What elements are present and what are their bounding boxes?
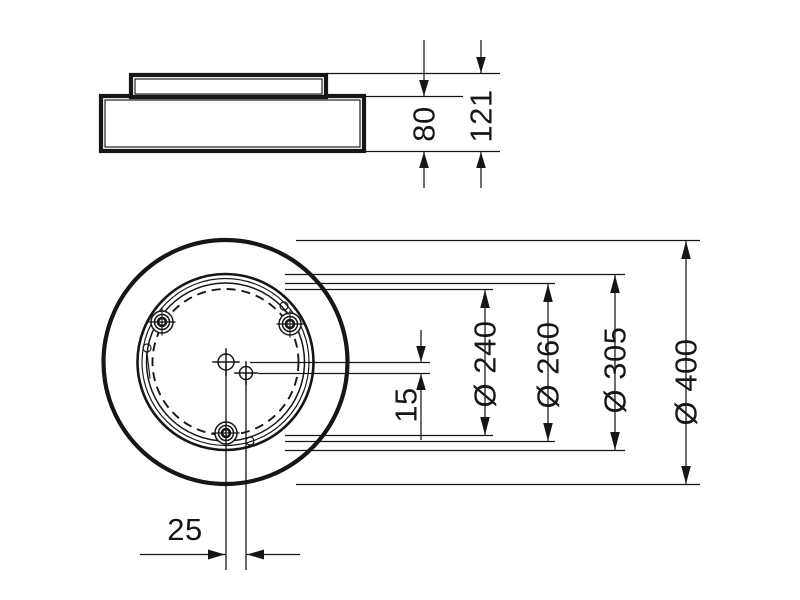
dim-dia240-arrow-down <box>480 417 490 435</box>
dimension-121: 121 <box>464 40 499 188</box>
dim-25-arrow-right <box>208 549 225 560</box>
dim-dia305-label: Ø 305 <box>598 327 633 414</box>
dim-15-label: 15 <box>389 387 424 422</box>
dim-dia305-arrow-down <box>610 432 620 450</box>
dim-121-arrow-up <box>476 152 486 168</box>
dim-80-label: 80 <box>407 106 442 141</box>
dim-dia400-arrow-up <box>681 241 691 259</box>
dimension-80: 80 <box>407 40 442 188</box>
dim-25-label: 25 <box>167 512 202 547</box>
dim-25-arrow-left <box>247 549 264 560</box>
plan-extension-lines <box>250 239 700 486</box>
mounting-hole-upper-right <box>276 310 304 338</box>
elevation-lower-body <box>98 93 367 154</box>
dim-121-arrow-down <box>476 57 486 73</box>
dimension-25: 25 <box>140 512 300 560</box>
hole-radial-ticks <box>146 309 289 379</box>
dim-dia260-arrow-up <box>543 284 553 302</box>
dim-dia260-label: Ø 260 <box>531 322 566 409</box>
dimension-dia240: Ø 240 <box>468 289 503 436</box>
dim-80-arrow-down <box>419 80 429 96</box>
dim-121-label: 121 <box>464 89 499 142</box>
tick-right <box>283 309 289 315</box>
dim-15-arrow-up <box>416 374 426 390</box>
dim-dia240-label: Ø 240 <box>468 321 503 408</box>
dim-dia400-label: Ø 400 <box>669 339 704 426</box>
dimension-dia305: Ø 305 <box>598 274 633 451</box>
elevation-lower-inner-outline <box>104 99 361 148</box>
mounting-hole-upper-left <box>148 308 176 336</box>
dimension-15: 15 <box>389 330 426 440</box>
tick-left <box>146 352 151 379</box>
dim-dia305-arrow-up <box>610 275 620 293</box>
dim-dia260-arrow-down <box>543 423 553 441</box>
dim-80-arrow-up <box>419 152 429 168</box>
elevation-upper-inner-outline <box>134 78 323 95</box>
elevation-upper-body <box>128 72 329 100</box>
elevation-dimensions: 80 121 <box>326 40 500 188</box>
dim-15-arrow-down <box>416 346 426 362</box>
dim-dia400-arrow-down <box>681 466 691 484</box>
side-elevation-view <box>98 72 367 154</box>
pin-mark-left <box>142 343 152 353</box>
dim-dia240-arrow-up <box>480 290 490 308</box>
dimension-dia260: Ø 260 <box>531 283 566 442</box>
dimension-dia400: Ø 400 <box>669 240 704 485</box>
